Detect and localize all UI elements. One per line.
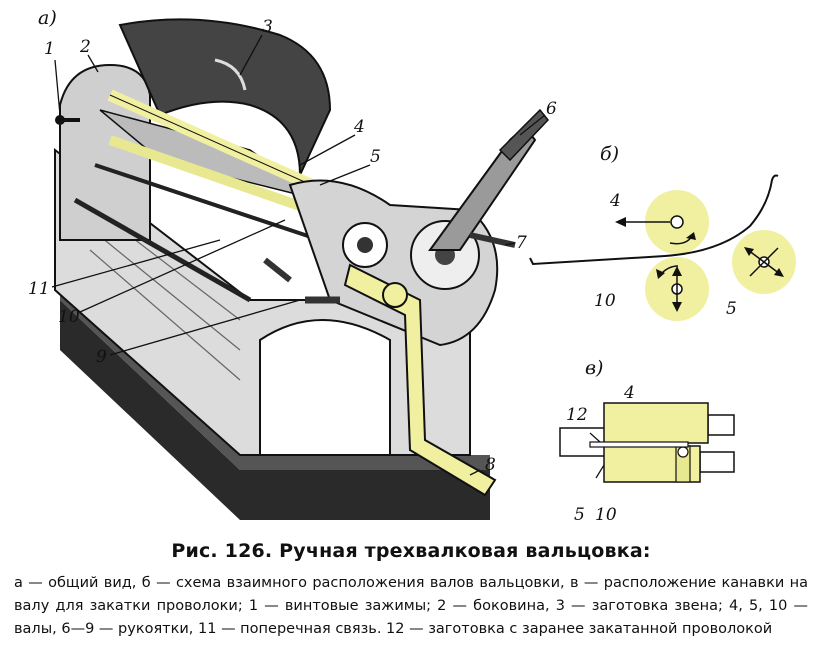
- detail-label-5: 5: [574, 505, 585, 525]
- general-view-drawing: а) 1 2 3 4 5 6 7 8 9 10 11: [28, 7, 557, 520]
- detail-label-10: 10: [595, 505, 617, 525]
- detail-roller-4: [603, 402, 709, 444]
- leader-lines: [51, 34, 546, 476]
- rolling-machine-figure: а) 1 2 3 4 5 6 7 8 9 10 11 б): [28, 7, 796, 525]
- roller-scheme: б) 4 10 5: [529, 143, 796, 321]
- detail-label-4: 4: [623, 383, 635, 403]
- detail-blank-12: [589, 441, 689, 448]
- panel-b-label: б): [600, 143, 619, 165]
- label-11: 11: [28, 279, 50, 299]
- detail-label-12: 12: [566, 405, 588, 425]
- cross-tie-rod: [73, 197, 252, 303]
- panel-v-label: в): [585, 357, 603, 379]
- label-3: 3: [262, 17, 273, 37]
- scheme-label-5: 5: [726, 299, 737, 319]
- scheme-label-4: 4: [609, 191, 621, 211]
- label-10: 10: [58, 307, 80, 327]
- sheet-blank: [118, 18, 332, 176]
- machine-base: [60, 300, 490, 520]
- label-4: 4: [353, 117, 365, 137]
- label-8: 8: [485, 455, 496, 475]
- caption-title: Рис. 126. Ручная трехвалковая вальцовка:: [171, 540, 651, 562]
- screw-clamp: [55, 115, 80, 125]
- crank-handle: [343, 263, 497, 497]
- handle-7: [469, 232, 516, 248]
- label-9: 9: [96, 347, 107, 367]
- label-5: 5: [370, 147, 381, 167]
- workpiece-strip: [529, 174, 779, 266]
- frame-arch: [259, 319, 391, 456]
- figure-caption: Рис. 126. Ручная трехвалковая вальцовка:…: [8, 540, 814, 641]
- label-7: 7: [516, 233, 527, 253]
- label-1: 1: [44, 39, 55, 59]
- scheme-label-10: 10: [594, 291, 616, 311]
- label-2: 2: [79, 37, 91, 57]
- groove-detail: в) 4 12 5 10: [559, 357, 735, 525]
- label-6: 6: [546, 99, 557, 119]
- panel-a-label: а): [38, 7, 57, 29]
- caption-body: а — общий вид, б — схема взаимного распо…: [14, 575, 808, 637]
